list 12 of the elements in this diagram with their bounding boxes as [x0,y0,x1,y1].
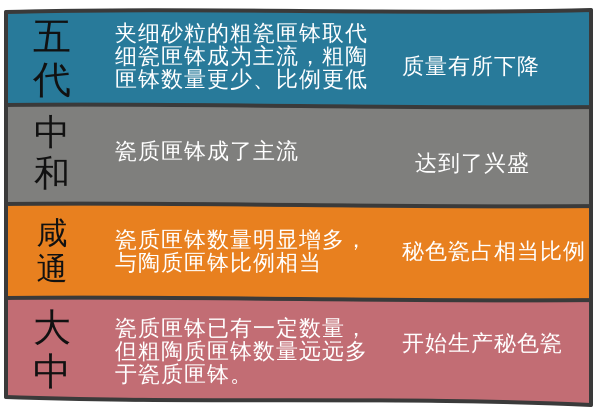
description-text: 瓷质匣钵成了主流 [115,140,300,163]
result-text: 质量有所下降 [402,55,540,78]
era-label: 大中 [33,306,71,394]
result-text: 开始生产秘色瓷 [402,332,563,356]
result-text: 秘色瓷占相当比例 [402,240,586,264]
description-text: 瓷质匣钵已有一定数量，但粗陶质匣钵数量远远多于瓷质匣钵。 [115,318,369,386]
description-text: 瓷质匣钵数量明显增多，与陶质匣钵比例相当 [115,229,369,275]
era-label: 咸通 [36,216,68,288]
era-label: 中和 [34,112,70,195]
description-text: 夹细砂粒的粗瓷匣钵取代细瓷匣钵成为主流，粗陶匣钵数量更少、比例更低 [115,22,369,91]
result-text: 达到了兴盛 [415,152,530,175]
era-label: 五代 [33,14,71,102]
